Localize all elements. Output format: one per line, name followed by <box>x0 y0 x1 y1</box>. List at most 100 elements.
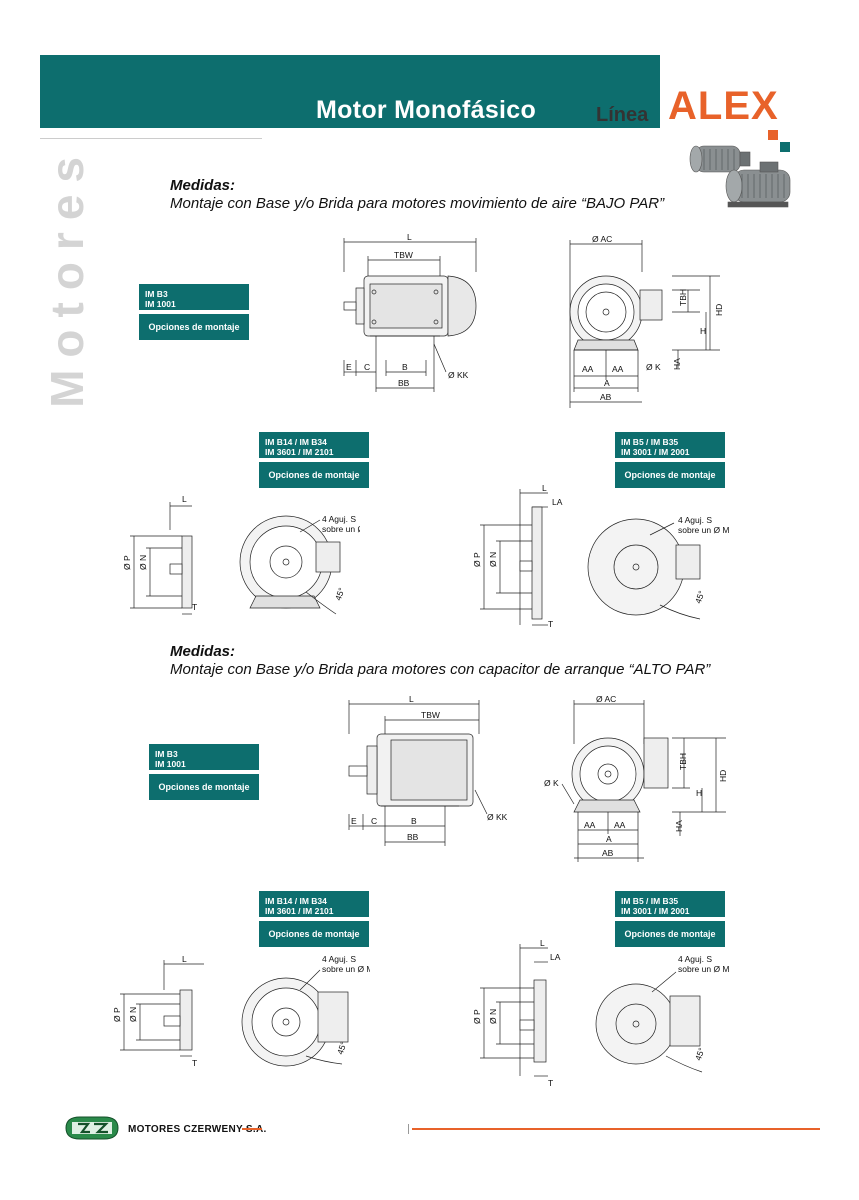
b5-drawing: L LA Ø P Ø N T 4 Aguj. S sobre un Ø M 45… <box>472 940 730 1088</box>
section2-heading: Medidas: <box>170 643 236 660</box>
dim-label: T <box>548 619 553 629</box>
dim-label: A <box>604 378 610 388</box>
dim-label: Ø P <box>112 1007 122 1022</box>
page-title: Motor Monofásico <box>316 96 537 124</box>
sidebar-label: Motores <box>41 145 93 408</box>
mounting-options-button[interactable]: Opciones de montaje <box>139 314 249 340</box>
dim-label: Ø AC <box>592 234 612 244</box>
dim-label: sobre un Ø M <box>322 964 370 974</box>
dim-label: Ø AC <box>596 694 616 704</box>
dim-label: sobre un Ø M <box>678 964 730 974</box>
dim-label: L <box>182 494 187 504</box>
mounting-options-button[interactable]: Opciones de montaje <box>615 921 725 947</box>
dim-label: 45° <box>335 1040 349 1056</box>
dim-label: Ø KK <box>487 812 508 822</box>
dim-label: AB <box>602 848 614 858</box>
footer-tick <box>408 1124 409 1134</box>
dim-label: C <box>371 816 377 826</box>
dim-label: Ø N <box>128 1007 138 1022</box>
motor-photo <box>689 145 791 208</box>
dim-label: L <box>540 940 545 948</box>
brand-square-teal <box>780 142 790 152</box>
header-band <box>40 55 660 128</box>
mounting-options-button[interactable]: Opciones de montaje <box>615 462 725 488</box>
mounting-options-button[interactable]: Opciones de montaje <box>149 774 259 800</box>
dim-label: Ø P <box>472 1009 482 1024</box>
section1-subheading: Montaje con Base y/o Brida para motores … <box>170 195 665 212</box>
dim-label: C <box>364 362 370 372</box>
dim-label: 45° <box>693 1046 707 1062</box>
b14-drawing: L Ø P Ø N T 4 Aguj. S sobre un Ø M 45° <box>122 494 360 615</box>
dim-label: L <box>542 485 547 493</box>
dim-label: 4 Aguj. S <box>678 954 712 964</box>
side-view-drawing: L TBW E C B BB Ø KK <box>348 694 508 846</box>
dim-label: HA <box>672 358 682 370</box>
dim-label: AA <box>612 364 624 374</box>
dim-label: 4 Aguj. S <box>322 514 356 524</box>
section2-subheading: Montaje con Base y/o Brida para motores … <box>170 661 711 678</box>
b14-drawing: L Ø P Ø N T 4 Aguj. S sobre un Ø M 45° <box>112 954 370 1068</box>
dim-label: T <box>548 1078 553 1088</box>
dim-label: TBW <box>394 250 413 260</box>
dim-label: LA <box>552 497 563 507</box>
company-name: MOTORES CZERWENY S.A. <box>128 1124 267 1135</box>
dim-label: B <box>411 816 417 826</box>
dim-label: TBH <box>678 753 688 770</box>
dim-label: Ø P <box>122 555 132 570</box>
brand-square-orange <box>768 130 778 140</box>
dim-label: AA <box>584 820 596 830</box>
dim-label: LA <box>550 952 561 962</box>
dim-label: 45° <box>333 586 347 602</box>
brand-name: ALEX <box>668 84 779 128</box>
dim-label: HD <box>714 304 724 316</box>
dim-label: AB <box>600 392 612 402</box>
dim-label: TBW <box>421 710 440 720</box>
dim-label: Ø P <box>472 552 482 567</box>
dim-label: H <box>700 326 706 336</box>
dim-label: L <box>409 694 414 704</box>
divider <box>40 138 262 139</box>
dim-label: L <box>407 232 412 242</box>
side-view-drawing: L TBW E C B BB Ø KK <box>343 232 477 392</box>
footer-rule <box>412 1128 820 1130</box>
b5-drawing: L LA Ø P Ø N T 4 Aguj. S sobre un Ø M 45… <box>472 485 730 629</box>
linea-label: Línea <box>596 104 649 126</box>
dim-label: T <box>192 1058 197 1068</box>
dim-label: TBH <box>678 289 688 306</box>
section1-heading: Medidas: <box>170 177 236 194</box>
dim-label: Ø K <box>646 362 661 372</box>
dim-label: HD <box>718 770 728 782</box>
dim-label: E <box>351 816 357 826</box>
front-view-drawing: Ø AC TBH H HD HA AA AA A AB Ø K <box>569 234 724 408</box>
dim-label: 4 Aguj. S <box>322 954 356 964</box>
dim-label: Ø N <box>488 552 498 567</box>
dim-label: AA <box>582 364 594 374</box>
dim-label: HA <box>674 820 684 832</box>
dim-label: Ø KK <box>448 370 469 380</box>
dim-label: H <box>696 788 702 798</box>
front-view-drawing: Ø AC TBH H HD HA AA AA A AB Ø K <box>544 694 728 862</box>
dim-label: BB <box>407 832 419 842</box>
dim-label: Ø K <box>544 778 559 788</box>
dim-label: A <box>606 834 612 844</box>
dim-label: AA <box>614 820 626 830</box>
dim-label: 45° <box>693 589 707 605</box>
dim-label: B <box>402 362 408 372</box>
company-logo <box>65 1116 119 1140</box>
footer-rule <box>242 1128 262 1130</box>
mounting-options-button[interactable]: Opciones de montaje <box>259 921 369 947</box>
dim-label: L <box>182 954 187 964</box>
dim-label: E <box>346 362 352 372</box>
mounting-options-button[interactable]: Opciones de montaje <box>259 462 369 488</box>
dim-label: 4 Aguj. S <box>678 515 712 525</box>
dim-label: sobre un Ø M <box>322 524 360 534</box>
dim-label: T <box>192 602 197 612</box>
dim-label: Ø N <box>488 1009 498 1024</box>
dim-label: BB <box>398 378 410 388</box>
